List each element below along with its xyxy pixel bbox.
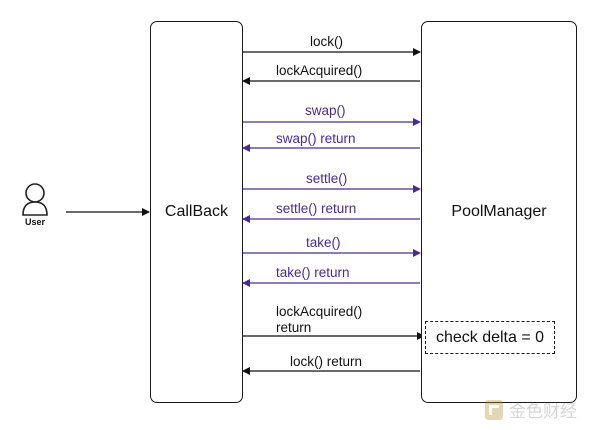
callback-label: CallBack (164, 203, 229, 220)
watermark-icon (485, 400, 503, 420)
message-label-settle-return: settle() return (276, 201, 357, 216)
message-label-swap-return: swap() return (276, 131, 356, 146)
message-label-lock-acquired-line2: return (276, 320, 312, 335)
message-label-take: take() (306, 235, 341, 250)
watermark-logo: 金色财经 (485, 400, 577, 422)
message-label-lock-return: lock() return (290, 354, 363, 369)
message-label-lock-acquired: lockAcquired() (276, 63, 363, 78)
message-label-lock: lock() (310, 34, 343, 49)
pool-manager-label: PoolManager (451, 203, 547, 220)
message-label-settle: settle() (306, 171, 348, 186)
check-delta-box: check delta = 0 (425, 321, 555, 354)
user-icon (22, 183, 48, 216)
watermark-text: 金色财经 (509, 402, 577, 422)
message-label-swap: swap() (305, 103, 346, 118)
check-delta-label: check delta = 0 (435, 328, 545, 346)
user-label: User (24, 217, 45, 227)
message-label-lock-acquired-line1: lockAcquired() (276, 304, 363, 319)
message-label-take-return: take() return (276, 265, 350, 280)
callback-actor: CallBack (150, 21, 243, 403)
